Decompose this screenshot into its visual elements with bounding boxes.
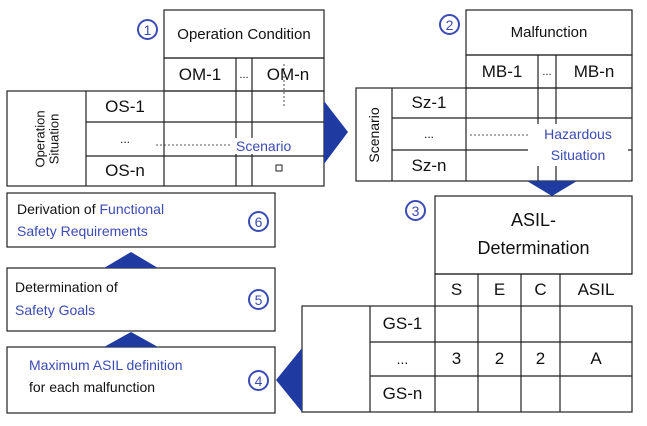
step-3-badge: 3 [405,200,426,221]
hazardous-label-line-2: Situation [550,147,606,163]
gs-first-label: GS-1 [382,314,423,333]
hazardous-label-line-1: Hazardous [544,126,612,142]
goals-prefix: Determination of [15,279,118,295]
goals-blue: Safety Goals [15,302,96,318]
value-e: 2 [494,349,505,368]
column-s-header: S [450,280,463,299]
column-asil-header: ASIL [577,280,615,299]
asil-title-line-2: Determination [477,238,590,258]
scenario-label: Scenario [232,138,296,154]
value-asil: A [590,349,602,368]
derivation-prefix: Derivation of [17,201,96,217]
derivation-blue-2: Safety Requirements [17,223,148,239]
gs-dots-label: ... [396,351,409,367]
functional-safety-requirements-box: Derivation of Functional Safety Requirem… [17,198,164,242]
mb-first-label: MB-1 [481,61,523,81]
step-1-badge: 1 [137,19,158,40]
asil-def-rest: for each malfunction [29,379,156,395]
operation-situation-row-header: Operation Situation [32,110,62,168]
scenario-row-header: Scenario [366,107,382,163]
derivation-blue-1: Functional [99,201,165,217]
step-2-badge: 2 [439,14,460,35]
mb-last-label: MB-n [573,61,615,81]
column-c-header: C [534,280,547,299]
column-e-header: E [493,280,506,299]
sz-first-label: Sz-1 [411,93,447,112]
os-dots-label: ... [119,132,130,146]
asil-def-blue: Maximum ASIL definition [29,357,183,373]
om-dots-label: ... [239,68,249,81]
mb-dots-label: ... [542,65,552,78]
hazardous-situation-label: Hazardous Situation [528,124,628,166]
malfunction-header: Malfunction [510,24,588,41]
gs-last-label: GS-n [382,384,423,403]
om-first-label: OM-1 [178,64,222,84]
os-first-label: OS-1 [105,96,145,116]
maximum-asil-definition-box: Maximum ASIL definition for each malfunc… [29,354,183,398]
os-last-label: OS-n [105,161,145,180]
sz-dots-label: ... [423,127,434,141]
step-4-badge: 4 [248,370,269,391]
value-s: 3 [451,349,462,368]
step-6-badge: 6 [248,211,269,232]
sz-last-label: Sz-n [411,155,447,175]
value-c: 2 [535,349,546,368]
om-last-label: OM-n [266,64,310,84]
step-5-badge: 5 [248,289,269,310]
safety-goals-box: Determination of Safety Goals [15,276,118,322]
asil-determination-title: ASIL- Determination [435,206,632,262]
operation-condition-header: Operation Condition [177,25,311,43]
asil-title-line-1: ASIL- [510,210,557,230]
